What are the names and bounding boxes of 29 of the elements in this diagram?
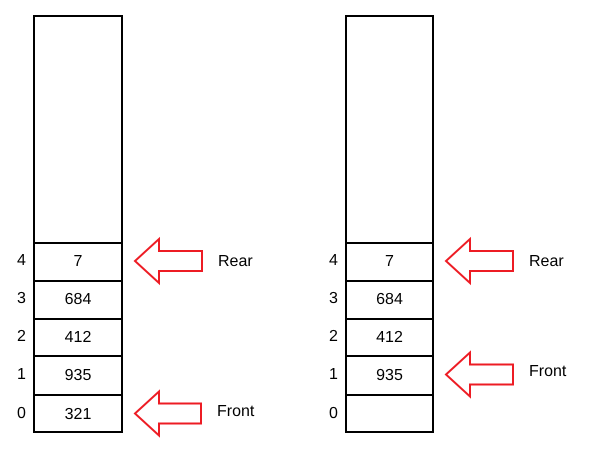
block-arrow: [134, 236, 203, 286]
cell-value: 412: [376, 328, 403, 346]
index-number: 2: [17, 328, 26, 346]
cell-value: 321: [64, 406, 92, 424]
cell-value: 7: [385, 253, 394, 271]
cell-value: 684: [64, 291, 92, 309]
index-number: 3: [17, 290, 26, 308]
index-number: 1: [17, 366, 26, 384]
index-number: 1: [329, 366, 338, 384]
queue-column: [345, 15, 434, 433]
index-number: 2: [329, 328, 338, 346]
pointer-label: Front: [529, 363, 566, 381]
cell-value: 935: [376, 366, 403, 384]
pointer-label: Front: [217, 403, 254, 421]
pointer-label: Rear: [529, 253, 564, 271]
index-number: 0: [17, 404, 26, 422]
queue-column: [33, 15, 123, 433]
block-arrow: [134, 389, 202, 438]
cell-value: 412: [64, 328, 92, 346]
block-arrow: [444, 236, 514, 286]
index-number: 0: [329, 404, 338, 422]
index-number: 4: [329, 252, 338, 270]
index-number: 4: [17, 252, 26, 270]
cell-value: 684: [376, 291, 403, 309]
block-arrow: [444, 350, 514, 399]
cell-value: 935: [64, 366, 92, 384]
pointer-label: Rear: [218, 253, 253, 271]
index-number: 3: [329, 290, 338, 308]
cell-value: 7: [74, 253, 82, 271]
